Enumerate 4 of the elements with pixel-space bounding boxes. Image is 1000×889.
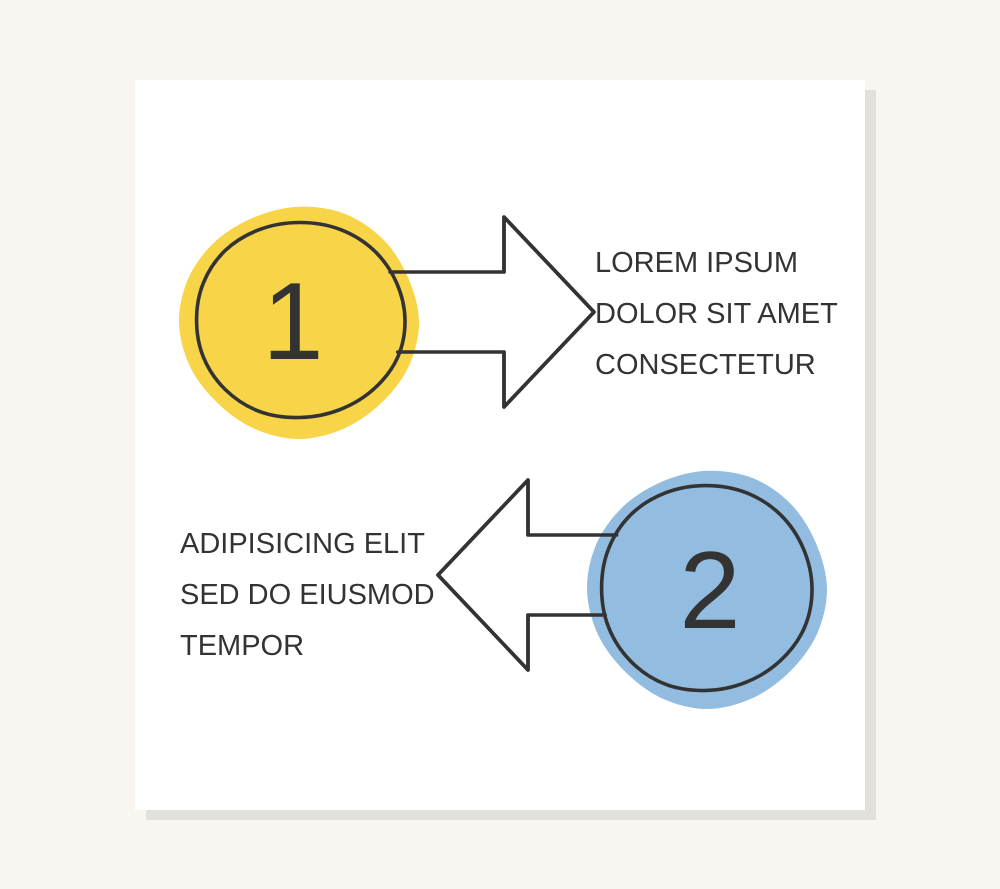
step-number: 1 <box>262 278 324 366</box>
step-description: ADIPISICING ELIT SED DO EIUSMOD TEMPOR <box>180 519 437 672</box>
step-description: LOREM IPSUM DOLOR SIT AMET CONSECTETUR <box>595 238 840 391</box>
step-number: 2 <box>679 547 741 635</box>
